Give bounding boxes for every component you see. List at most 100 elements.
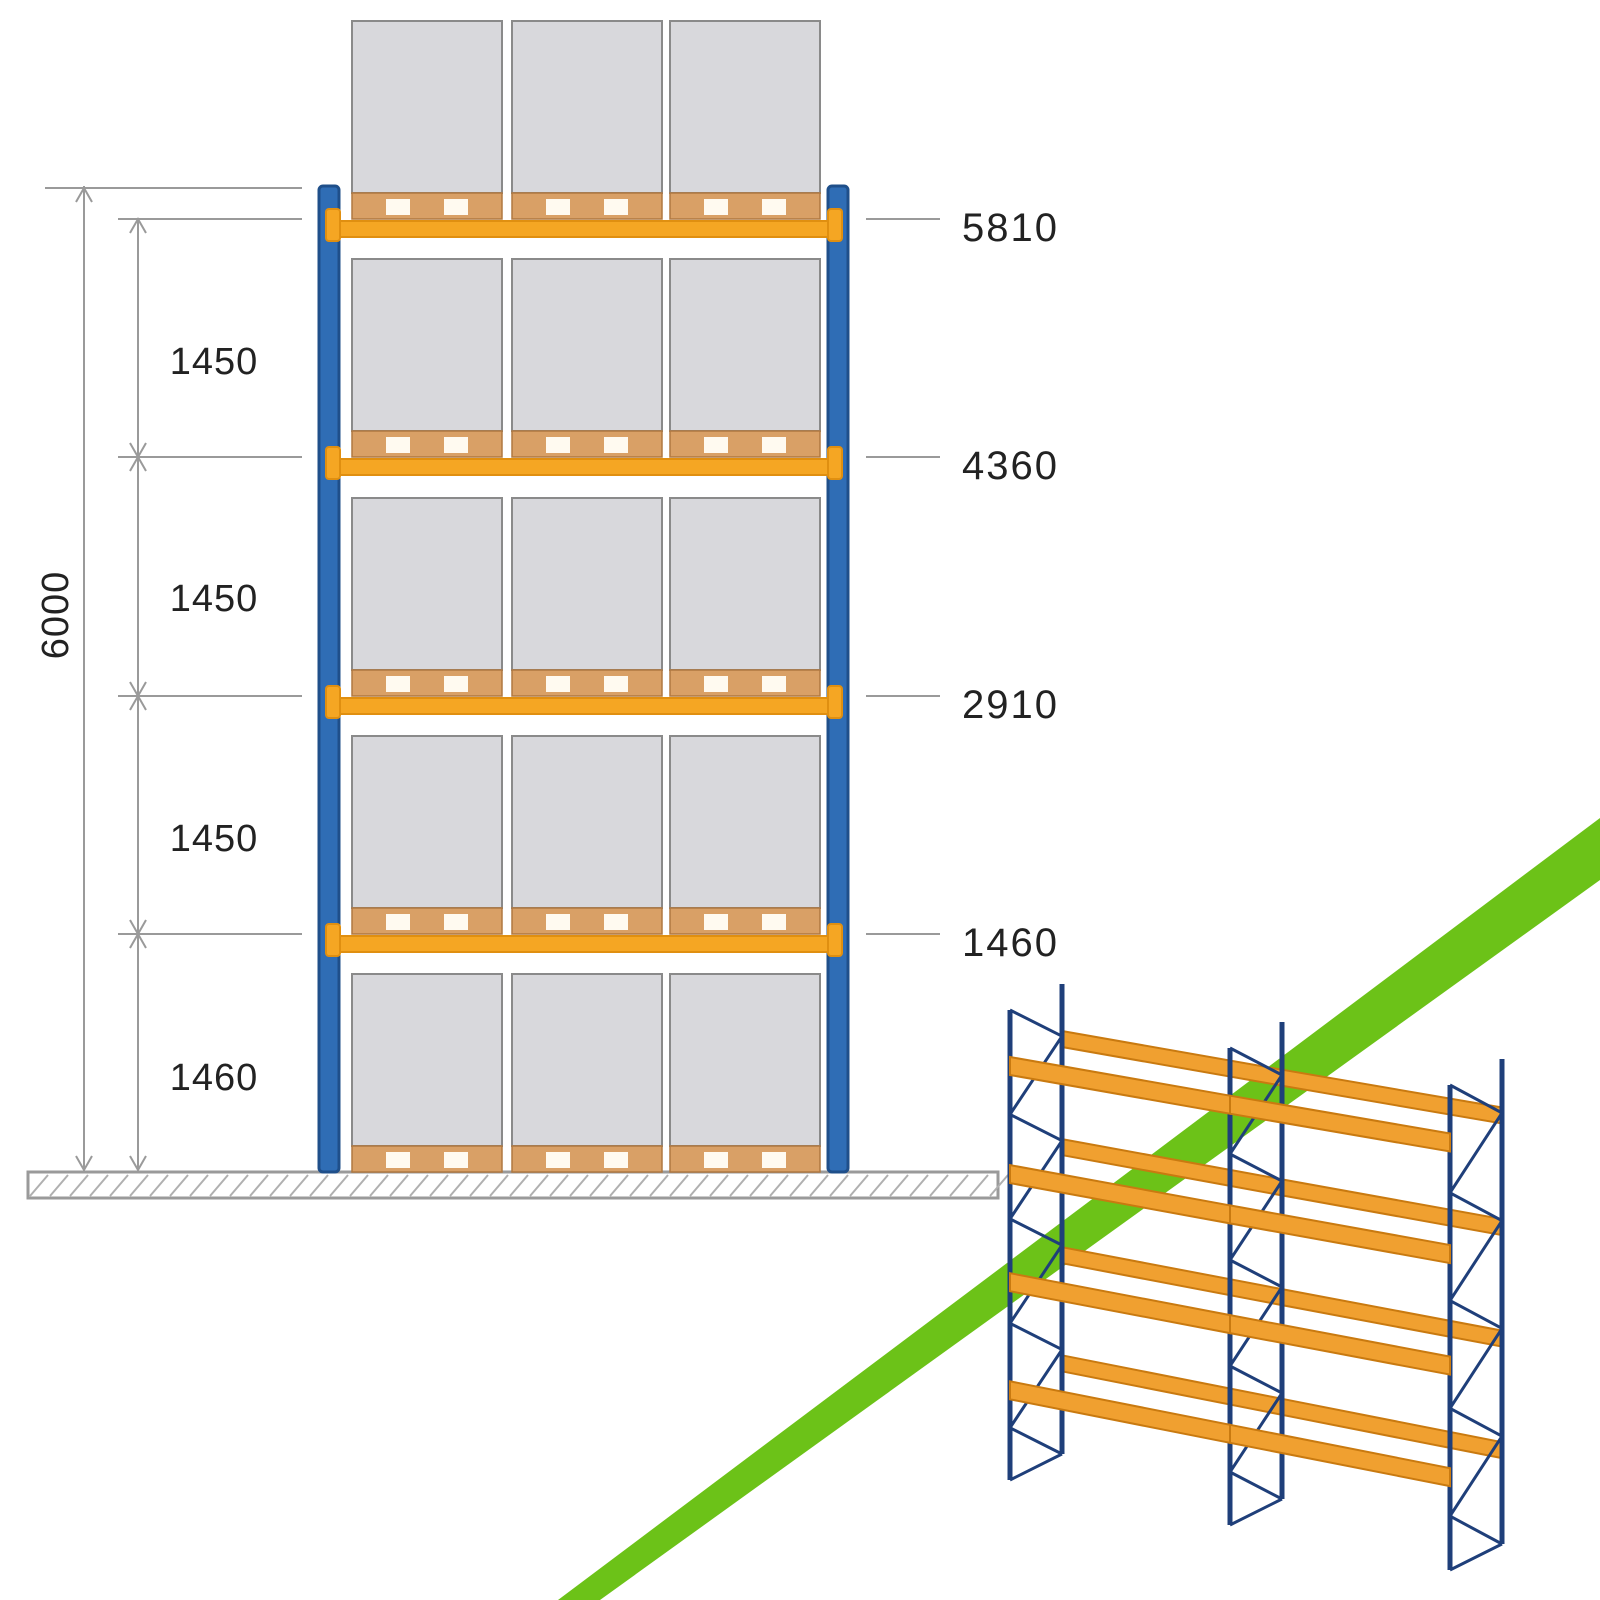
pallet-slot <box>444 437 468 453</box>
green-stripe <box>558 818 1600 1600</box>
load-box <box>351 20 503 194</box>
pallet-slot <box>444 199 468 215</box>
dim-arrow <box>129 681 147 699</box>
iso-front-beam <box>1229 1423 1451 1488</box>
dimension-lines <box>45 185 940 1173</box>
pallet-slot <box>604 1152 628 1168</box>
pallet-slot <box>704 1152 728 1168</box>
beam-bar <box>329 697 841 715</box>
pallet-load <box>511 973 663 1173</box>
load-box <box>669 735 821 909</box>
pallet-slot <box>762 1152 786 1168</box>
pallet-slot <box>704 199 728 215</box>
iso-bracing <box>1447 1083 1505 1546</box>
pallet-slot <box>704 914 728 930</box>
pallet <box>669 430 821 458</box>
pallet <box>669 1145 821 1173</box>
pallet-slot <box>546 437 570 453</box>
left-upright <box>317 184 341 1174</box>
segment-label-4: 1460 <box>170 1057 259 1099</box>
pallet-slot <box>604 437 628 453</box>
iso-foot <box>1229 1497 1283 1527</box>
pallet-slot <box>762 914 786 930</box>
pallet-load <box>511 497 663 697</box>
right-upright <box>826 184 850 1174</box>
pallet-slot <box>546 1152 570 1168</box>
pallet-load <box>511 258 663 458</box>
pallet-slot <box>762 437 786 453</box>
beam-connector <box>325 446 341 480</box>
pallet-load <box>351 497 503 697</box>
load-box <box>351 973 503 1147</box>
pallet-slot <box>386 914 410 930</box>
pallet-slot <box>444 676 468 692</box>
load-box <box>669 497 821 671</box>
pallet-load <box>669 258 821 458</box>
pallet-slot <box>386 437 410 453</box>
dim-arrow <box>129 1155 147 1173</box>
pallet <box>351 1145 503 1173</box>
load-box <box>511 258 663 432</box>
iso-frame <box>1447 1059 1505 1572</box>
load-box <box>351 735 503 909</box>
segment-label-1: 1450 <box>170 341 259 383</box>
iso-front-beam <box>1229 1204 1451 1265</box>
pallet <box>511 669 663 697</box>
iso-front-beam <box>1229 1313 1451 1376</box>
pallet <box>511 907 663 935</box>
beam-level-label-4: 1460 <box>962 921 1059 965</box>
dim-arrow <box>75 1155 93 1173</box>
pallet-slot <box>604 914 628 930</box>
pallet-slot <box>546 914 570 930</box>
pallet-load <box>351 20 503 220</box>
beam <box>325 208 843 242</box>
pallet-slot <box>762 676 786 692</box>
beam-connector <box>325 208 341 242</box>
load-box <box>669 20 821 194</box>
load-box <box>511 735 663 909</box>
beam-connector <box>827 923 843 957</box>
load-box <box>511 497 663 671</box>
pallet-slot <box>604 199 628 215</box>
beam-bar <box>329 220 841 238</box>
pallet <box>511 430 663 458</box>
segment-label-2: 1450 <box>170 578 259 620</box>
dim-arrow <box>75 185 93 203</box>
isometric-rack-icon <box>1007 984 1505 1572</box>
load-box <box>351 497 503 671</box>
beam-connector <box>827 208 843 242</box>
pallet-slot <box>762 199 786 215</box>
pallet-slot <box>386 676 410 692</box>
beam-level-label-1: 5810 <box>962 206 1059 250</box>
beam <box>325 685 843 719</box>
pallet <box>669 907 821 935</box>
pallet-load <box>511 20 663 220</box>
iso-foot <box>1009 1452 1063 1482</box>
pallet-loads <box>351 20 821 1173</box>
pallet-slot <box>386 1152 410 1168</box>
pallet-slot <box>704 437 728 453</box>
pallet <box>669 669 821 697</box>
load-box <box>669 258 821 432</box>
pallet-load <box>669 973 821 1173</box>
beam-connector <box>325 685 341 719</box>
pallet <box>351 430 503 458</box>
beam-connector <box>827 685 843 719</box>
pallet-load <box>351 973 503 1173</box>
beam <box>325 446 843 480</box>
load-box <box>511 973 663 1147</box>
pallet-slot <box>444 1152 468 1168</box>
overall-height-label: 6000 <box>35 571 77 660</box>
pallet-slot <box>546 199 570 215</box>
dim-arrow <box>129 216 147 234</box>
beam <box>325 923 843 957</box>
beam-connector <box>827 446 843 480</box>
pallet-slot <box>386 199 410 215</box>
load-box <box>351 258 503 432</box>
iso-foot <box>1449 1542 1503 1572</box>
pallet <box>351 907 503 935</box>
pallet-load <box>669 497 821 697</box>
dim-arrow <box>129 442 147 460</box>
pallet-load <box>669 20 821 220</box>
